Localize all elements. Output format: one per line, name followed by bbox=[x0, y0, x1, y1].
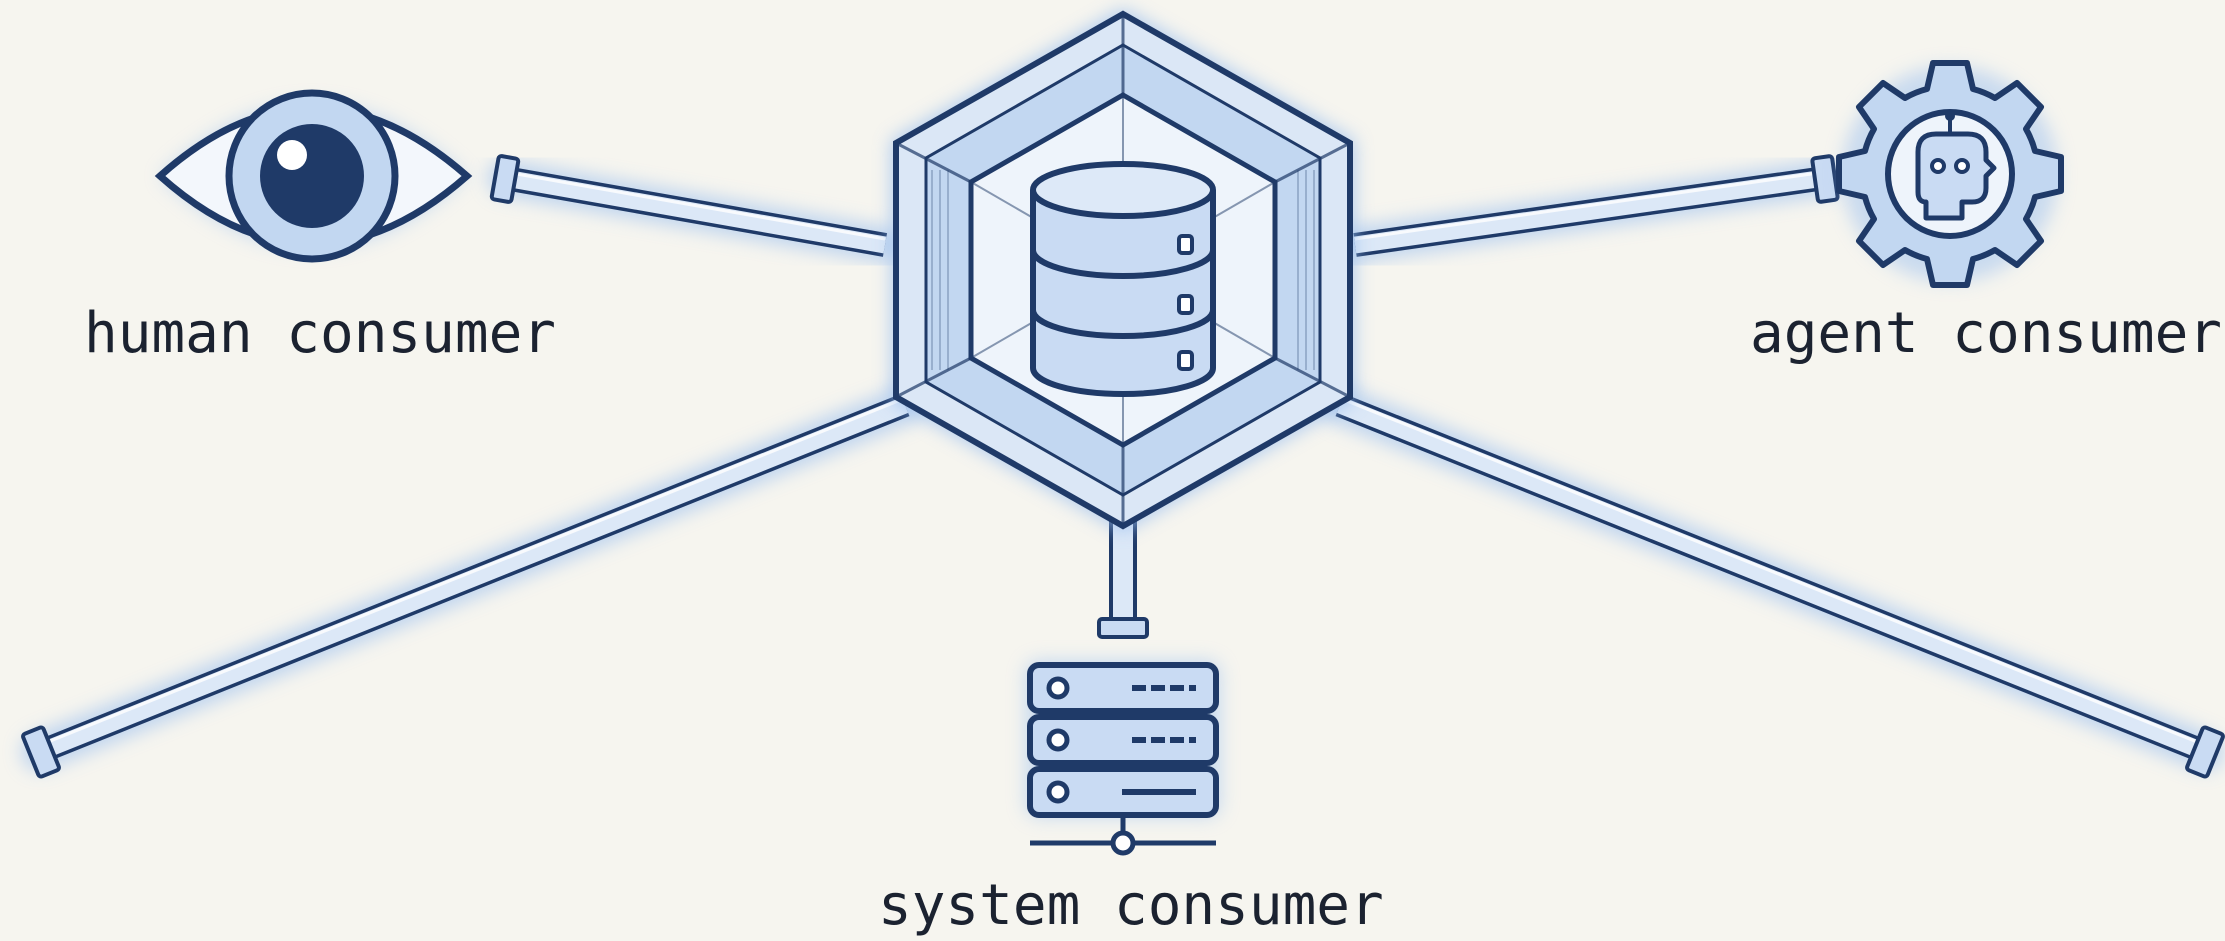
pipe-agent bbox=[1337, 154, 1843, 263]
eye-icon bbox=[154, 89, 473, 263]
server-rack-icon bbox=[1025, 660, 1221, 856]
pipe-bottom-left bbox=[21, 386, 924, 779]
connector-pipes bbox=[21, 154, 2225, 779]
robot-gear-icon bbox=[1836, 60, 2064, 288]
human-consumer-label: human consumer bbox=[84, 301, 557, 366]
pipe-bottom-right bbox=[1321, 386, 2225, 779]
agent-consumer-label: agent consumer bbox=[1750, 301, 2223, 366]
pipe-system bbox=[1097, 520, 1149, 639]
system-consumer-label: system consumer bbox=[878, 873, 1384, 938]
pipe-human bbox=[487, 154, 903, 263]
database-icon bbox=[1030, 161, 1216, 397]
